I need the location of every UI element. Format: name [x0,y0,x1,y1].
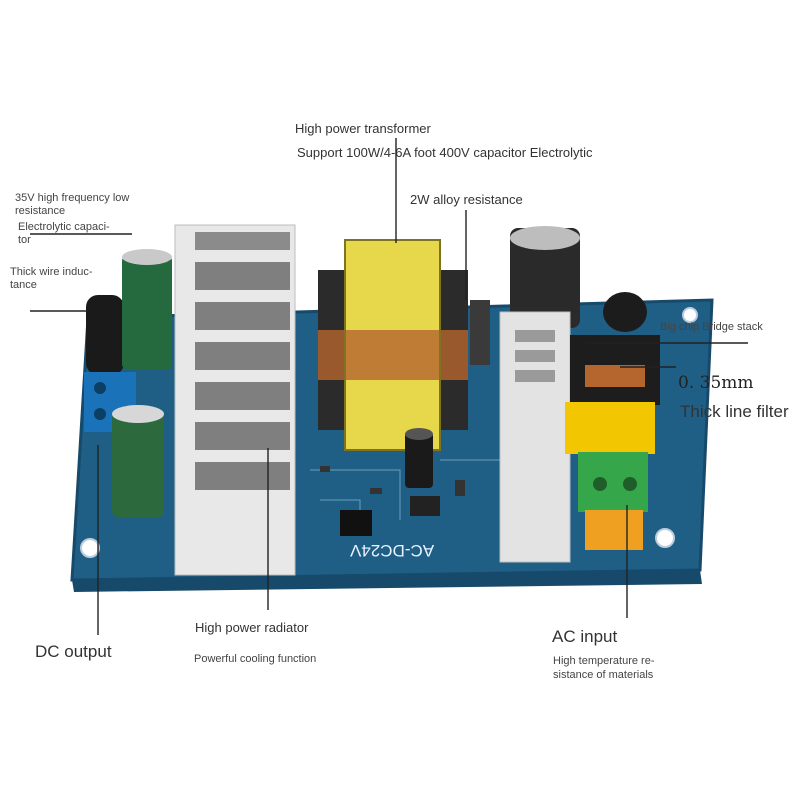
small-capacitor-icon [405,432,433,488]
radiator-label: High power radiator [195,620,309,635]
capacitor-top-left-icon [122,255,172,370]
dc-output-label: DC output [35,642,112,661]
inductor-icon [86,295,124,375]
temp-label-line1: High temperature re- [553,655,655,667]
x-capacitor-icon [565,402,655,454]
temp-label-line2: sistance of materials [553,669,654,681]
transformer-icon [318,239,468,451]
bridge-label: Big chip Bridge stack [660,321,763,333]
alloy-resistor-icon [470,300,490,365]
ac-terminal-icon [578,452,648,550]
cap35-label-line4: tor [18,234,31,246]
heatsink-left-icon [174,224,296,576]
cooling-label: Powerful cooling function [194,653,317,665]
silkscreen-label: AC-DC24V [350,541,435,560]
ac-input-label: AC input [552,627,618,646]
wire-mm-label: 0. 35mm [678,373,754,393]
capacitor-bottom-left-icon [112,412,164,517]
support-label: Support 100W/4-6A foot 400V capacitor El… [297,145,593,160]
cap35-label-line2: resistance [15,205,66,217]
capacitor-400v-icon [510,228,580,328]
cap35-label-line1: 35V high frequency low [15,192,130,204]
cap35-label-line3: Electrolytic capaci- [18,221,110,233]
leader-lines [30,138,748,635]
heatsink-right-icon [499,311,571,563]
inductance-label-line1: Thick wire induc- [10,266,93,278]
mount-hole-icon [655,528,675,548]
inductance-label-line2: tance [10,279,37,291]
mount-hole-icon [80,538,100,558]
alloy-label: 2W alloy resistance [410,192,523,207]
bridge-chip-icon [340,510,372,536]
pcb-edge [72,570,702,592]
bridge-stack-icon [603,292,647,332]
ic-chip-icon [410,496,440,516]
transformer-label: High power transformer [295,121,431,136]
filter-label: Thick line filter [680,402,789,421]
mount-hole-icon [682,307,698,323]
